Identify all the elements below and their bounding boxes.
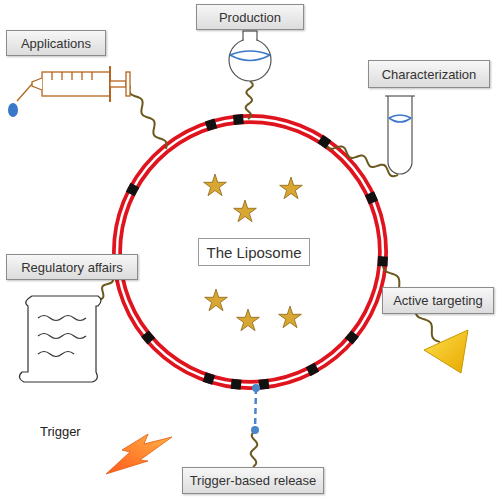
node-text: Regulatory affairs xyxy=(21,260,123,275)
linker-dot xyxy=(252,384,260,392)
drug-star xyxy=(205,289,228,311)
topic-box: Active targeting xyxy=(382,287,494,314)
tether-line xyxy=(246,81,253,119)
drug-star-group xyxy=(204,174,303,331)
scroll-paper xyxy=(19,296,101,382)
membrane-gap xyxy=(117,119,383,385)
flask-joint xyxy=(244,38,256,44)
membrane-protein xyxy=(126,183,140,197)
tube-body xyxy=(388,96,412,174)
drug-star xyxy=(237,309,260,331)
test-tube-icon xyxy=(385,96,415,174)
lightning-bolt xyxy=(106,434,172,474)
topic-box: Production xyxy=(196,4,304,30)
syringe-icon xyxy=(8,66,130,117)
syringe-ticks xyxy=(52,72,92,80)
flask-liquid xyxy=(230,51,270,61)
drop xyxy=(8,103,18,117)
node-text: Trigger-based release xyxy=(190,473,317,488)
cleavable-linker xyxy=(255,388,256,430)
membrane-protein xyxy=(317,135,331,149)
scroll-icon xyxy=(19,296,101,382)
drug-star xyxy=(234,200,257,222)
tether-group xyxy=(98,81,440,467)
flask-icon xyxy=(229,31,271,81)
membrane-protein xyxy=(258,379,269,390)
flask-neck xyxy=(243,31,257,43)
ligand-triangle xyxy=(424,330,468,373)
topic-box: Regulatory affairs xyxy=(6,254,138,280)
node-text: Active targeting xyxy=(393,293,483,308)
drug-star xyxy=(279,306,302,328)
tube-rim xyxy=(385,95,415,96)
syringe-plunger xyxy=(110,81,126,87)
linker-dot xyxy=(251,426,259,434)
node-text: Characterization xyxy=(382,67,477,82)
topic-box: Characterization xyxy=(368,60,490,88)
tube-liquid xyxy=(389,115,411,122)
drug-star xyxy=(280,177,303,199)
membrane-outer xyxy=(117,119,383,385)
node-text: The Liposome xyxy=(206,245,301,260)
syringe-thumb-rest xyxy=(126,72,130,96)
membrane-protein xyxy=(203,372,216,385)
membrane-protein xyxy=(306,363,320,377)
syringe-needle xyxy=(17,84,32,101)
membrane-protein xyxy=(365,191,378,204)
syringe-nozzle xyxy=(32,78,42,90)
membrane-protein xyxy=(231,379,242,390)
membrane-protein xyxy=(377,256,388,267)
flask-bulb xyxy=(229,39,271,81)
membrane-protein-group xyxy=(112,114,388,390)
topic-box: Applications xyxy=(6,30,106,56)
syringe-barrel xyxy=(42,72,110,96)
node-text: Applications xyxy=(21,36,91,51)
tether-line xyxy=(129,86,166,149)
membrane-protein xyxy=(141,330,155,344)
node-text: Production xyxy=(219,10,281,25)
drug-star xyxy=(204,174,227,196)
membrane-protein xyxy=(205,119,217,131)
tether-line xyxy=(326,143,398,176)
tether-line xyxy=(251,431,257,467)
topic-box: Trigger-based release xyxy=(182,467,324,494)
center-box: The Liposome xyxy=(198,238,310,266)
annotation-label: Trigger xyxy=(40,424,81,439)
scroll-writing xyxy=(38,316,86,357)
membrane-protein xyxy=(345,330,359,344)
membrane-protein xyxy=(233,114,244,125)
